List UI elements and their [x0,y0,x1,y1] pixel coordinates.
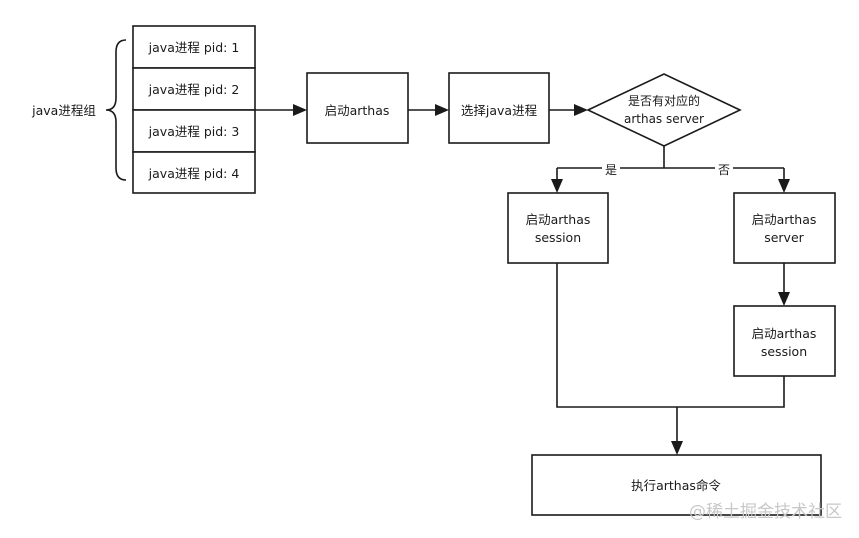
decision-label-line2: arthas server [624,112,704,126]
decision-diamond [586,73,742,147]
start-server-line1: 启动arthas [752,212,817,227]
start-server-box [733,192,836,264]
process-box-1 [132,25,256,69]
arrow-server-to-session [778,292,790,306]
arrow-start-to-select [435,104,449,116]
start-session-left-box [507,192,609,264]
process-box-2 [132,67,256,111]
execute-command-label: 执行arthas命令 [631,478,721,493]
group-label: java进程组 [31,103,96,118]
start-session-right-box [733,305,836,377]
process-label-4: java进程 pid: 4 [148,166,240,181]
start-session-left-line1: 启动arthas [526,212,591,227]
arrow-select-to-decision [574,104,588,116]
execute-command-box [531,454,822,516]
start-session-right-line2: session [761,344,807,359]
branch-no-label-bg [715,161,733,176]
start-arthas-label: 启动arthas [325,103,390,118]
start-session-left-line2: session [535,230,581,245]
process-label-2: java进程 pid: 2 [148,82,240,97]
decision-label-line1: 是否有对应的 [628,93,700,108]
start-arthas-box [306,72,409,144]
arrow-stack-to-start [293,104,307,116]
connector-merge [556,263,785,408]
group-brace [105,39,127,181]
process-label-1: java进程 pid: 1 [148,40,240,55]
branch-yes-label-bg [602,161,620,176]
arrow-merge-down [671,441,683,455]
start-server-line2: server [764,230,804,245]
select-process-label: 选择java进程 [461,103,538,118]
process-box-4 [132,151,256,194]
process-label-3: java进程 pid: 3 [148,124,240,139]
arrow-branch-yes [551,179,563,193]
arrow-branch-no [778,179,790,193]
branch-yes-label: 是 [605,163,617,177]
select-process-box [448,72,550,144]
process-stack: java进程 pid: 1 java进程 pid: 2 java进程 pid: … [132,25,256,194]
branch-no-label: 否 [718,163,730,177]
start-session-right-line1: 启动arthas [752,326,817,341]
watermark: @稀土掘金技术社区 [689,502,842,522]
